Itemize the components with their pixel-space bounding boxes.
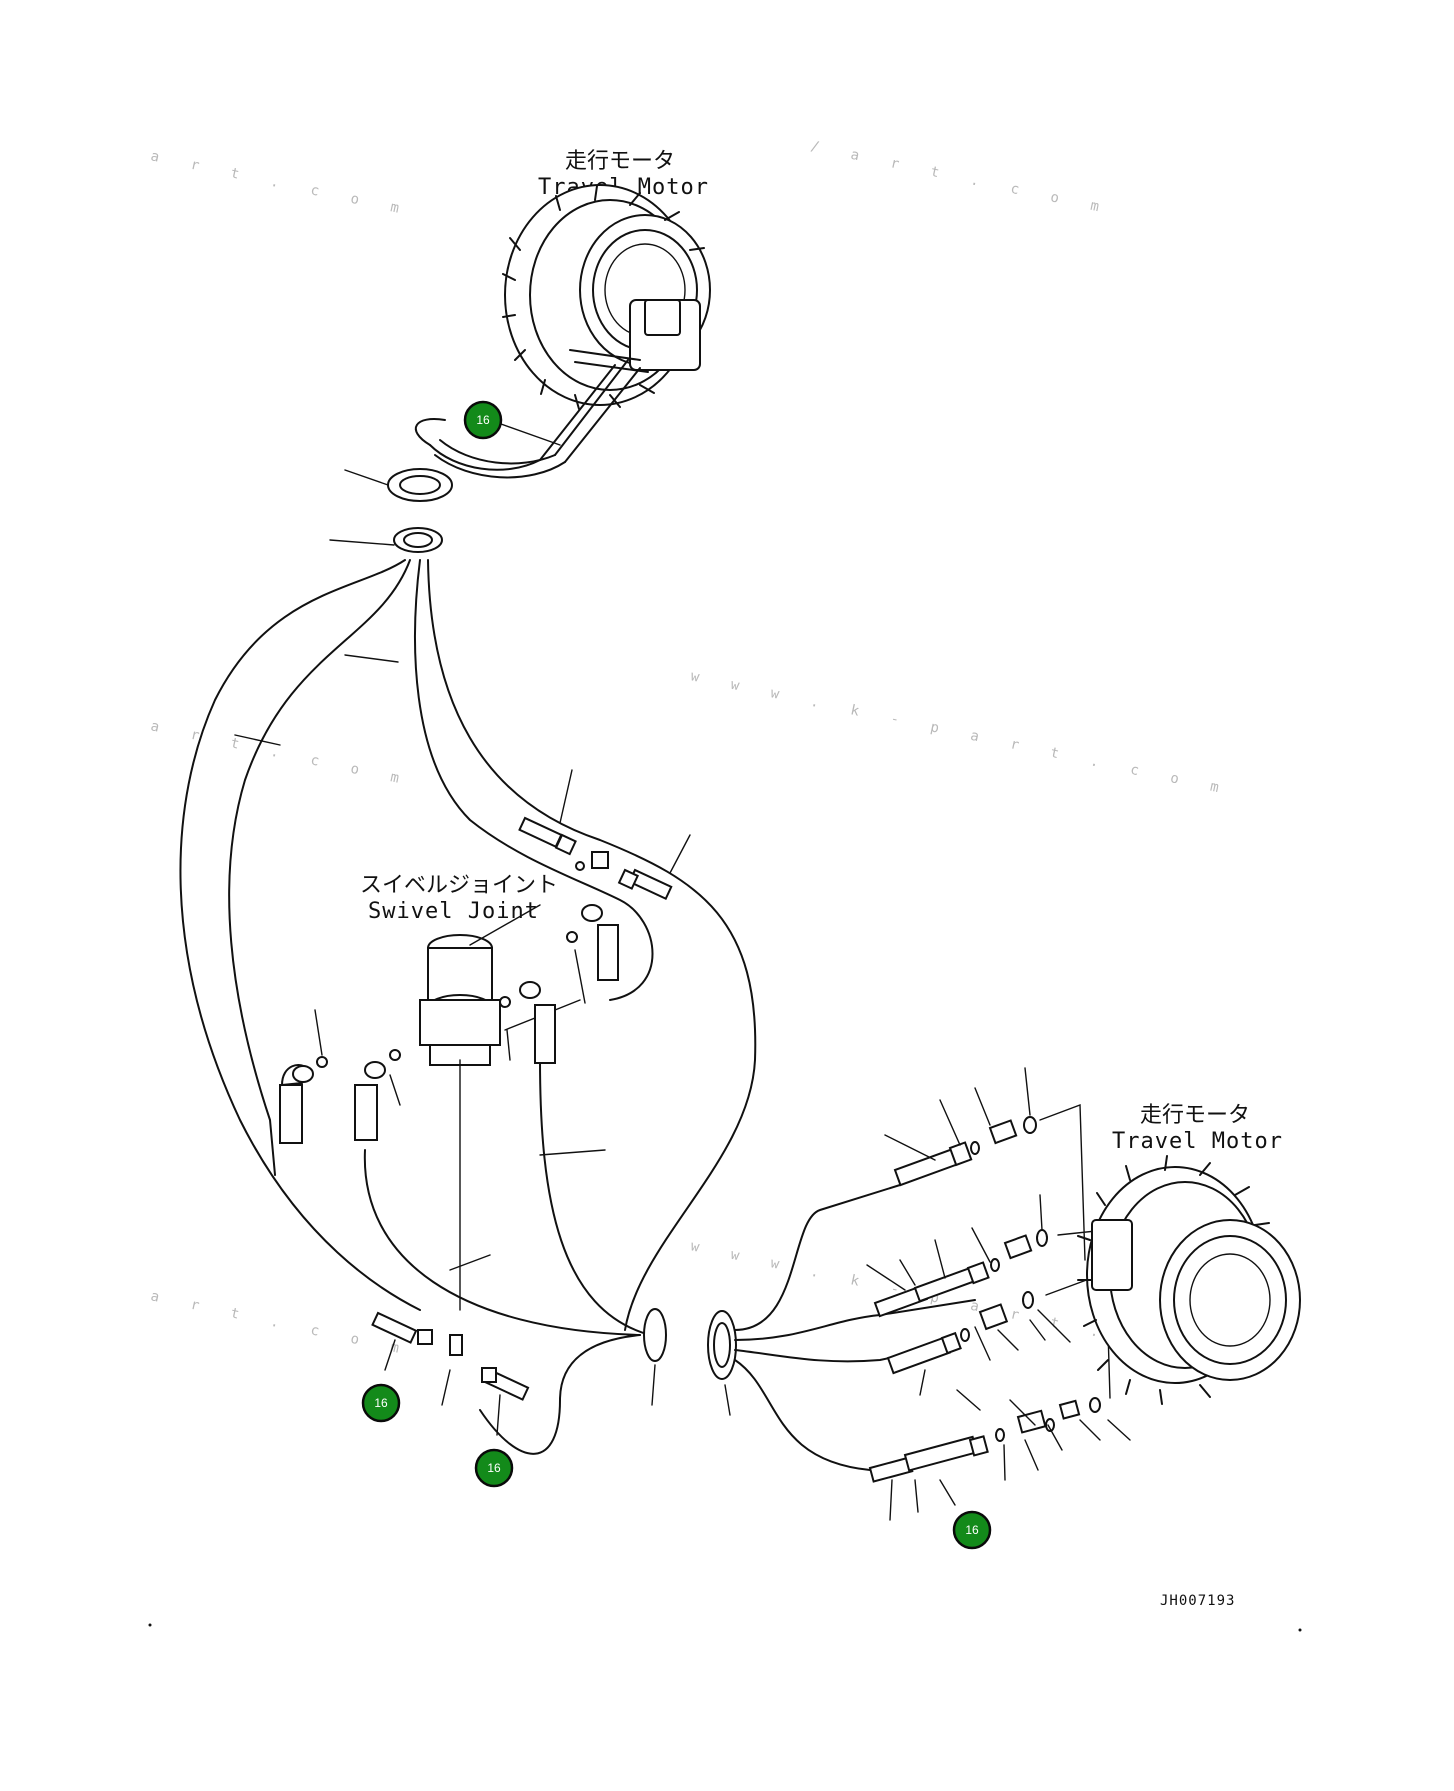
hose-clamp-top-1 bbox=[387, 468, 453, 502]
travel-motor-right-label-en: Travel Motor bbox=[1112, 1129, 1283, 1154]
hose-clamp-top-2 bbox=[393, 527, 443, 553]
hose-clamp-lower-1 bbox=[643, 1308, 667, 1362]
hose-clamp-lower-2 bbox=[707, 1310, 737, 1380]
travel-motor-right-label-jp: 走行モータ bbox=[1140, 1103, 1250, 1128]
watermark-3: w w w . k - p a r t . c o m bbox=[689, 668, 1232, 798]
fittings-swivel bbox=[279, 904, 619, 1144]
travel-motor-top bbox=[502, 184, 711, 410]
badge-1-leader bbox=[500, 423, 561, 446]
leader-lines-adapters-upper bbox=[559, 769, 691, 874]
leader-lines-top-clamps bbox=[329, 469, 395, 546]
callout-badge-3[interactable]: 16 bbox=[474, 1448, 514, 1488]
callout-badge-1[interactable]: 16 bbox=[463, 400, 503, 440]
leader-lines-right bbox=[866, 1067, 1131, 1521]
watermark-2: / a r t . c o m bbox=[809, 138, 1112, 217]
hoses-right bbox=[734, 1184, 976, 1471]
callout-badge-4[interactable]: 16 bbox=[952, 1510, 992, 1550]
drawing-code: JH007193 bbox=[1160, 1593, 1235, 1609]
swivel-joint-label-jp: スイベルジョイント bbox=[360, 873, 558, 898]
leader-lines-fittings bbox=[314, 949, 586, 1106]
travel-motor-top-label-jp: 走行モータ bbox=[565, 149, 675, 174]
callout-badge-3-text: 16 bbox=[487, 1461, 501, 1475]
callout-badge-4-text: 16 bbox=[965, 1523, 979, 1537]
swivel-joint bbox=[419, 904, 581, 1311]
leader-lines-lower-clamps bbox=[651, 1364, 731, 1416]
corner-mark-right bbox=[1298, 1628, 1302, 1632]
fittings-right bbox=[868, 1116, 1101, 1483]
corner-mark-left bbox=[148, 1623, 152, 1627]
main-hoses bbox=[179, 559, 757, 1455]
adapters-lower bbox=[371, 1311, 530, 1401]
leader-lines-adapters-lower bbox=[384, 1339, 501, 1436]
callout-badge-1-text: 16 bbox=[476, 413, 490, 427]
adapters-upper bbox=[518, 816, 673, 901]
leader-lines-hoses bbox=[234, 654, 606, 1271]
hose-assembly-top bbox=[415, 359, 641, 479]
callout-badge-2-text: 16 bbox=[374, 1396, 388, 1410]
callout-badge-2[interactable]: 16 bbox=[361, 1383, 401, 1423]
travel-motor-right bbox=[1077, 1155, 1301, 1405]
swivel-joint-label-en: Swivel Joint bbox=[368, 899, 539, 924]
watermark-1: a r t . c o m bbox=[149, 148, 412, 219]
